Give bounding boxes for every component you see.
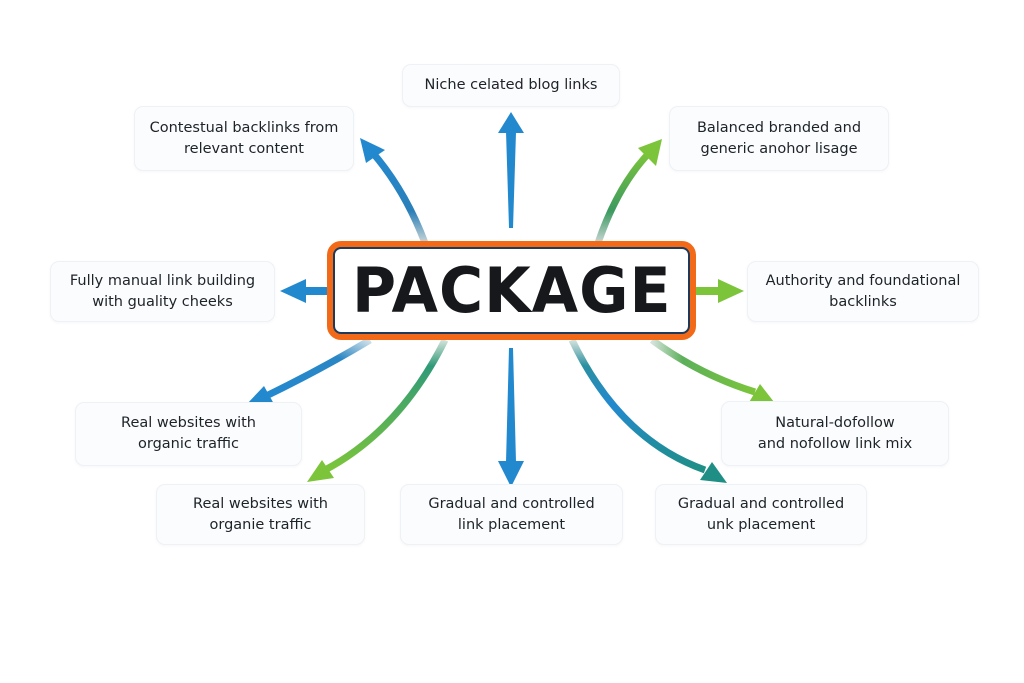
node-natural-link-mix: Natural-dofollow and nofollow link mix [721, 401, 949, 466]
arrowhead-authority [718, 279, 744, 303]
node-label: Gradual and controlled unk placement [677, 495, 845, 533]
arrow-gradual2 [568, 338, 707, 474]
node-label: Fully manual link building with guality … [69, 272, 256, 310]
arrowhead-manual [280, 279, 306, 303]
arrowhead-contextual [360, 138, 385, 163]
arrowhead-niche [498, 112, 524, 133]
node-real-websites-1: Real websites with organic traffic [75, 402, 302, 466]
arrowhead-real1 [246, 386, 274, 405]
node-contextual-backlinks: Contestual backlinks from relevant conte… [134, 106, 354, 171]
node-label: Balanced branded and generic anohor lisa… [696, 119, 862, 157]
arrow-real2 [323, 338, 449, 474]
node-label: Authority and foundational backlinks [765, 272, 961, 310]
arrow-manual [305, 287, 329, 295]
arrow-anchor [594, 149, 653, 245]
arrowhead-natural [748, 384, 774, 404]
arrowhead-anchor [638, 139, 662, 166]
node-manual-link-building: Fully manual link building with guality … [50, 261, 275, 322]
node-real-websites-2: Real websites with organie traffic [156, 484, 365, 545]
node-label: Natural-dofollow and nofollow link mix [757, 414, 913, 452]
arrowhead-gradual2 [700, 462, 727, 483]
arrowhead-real2 [307, 460, 334, 482]
node-label: Real websites with organic traffic [121, 415, 256, 452]
node-authority-backlinks: Authority and foundational backlinks [747, 261, 979, 322]
node-label: Real websites with organie traffic [193, 495, 328, 533]
arrow-contextual [369, 149, 429, 245]
node-niche-blog-links: Niche celated blog links [402, 64, 620, 107]
arrow-authority [694, 287, 720, 295]
arrow-natural [649, 337, 757, 396]
arrow-niche [506, 132, 516, 228]
node-label: Gradual and controlled link placement [428, 495, 595, 533]
central-title: PACKAGE [351, 254, 672, 327]
node-gradual-placement-1: Gradual and controlled link placement [400, 484, 623, 545]
node-anchor-usage: Balanced branded and generic anohor lisa… [669, 106, 889, 171]
node-label: Niche celated blog links [424, 77, 598, 93]
arrow-gradual1 [506, 348, 516, 462]
node-gradual-placement-2: Gradual and controlled unk placement [655, 484, 867, 545]
central-package-box: PACKAGE [327, 241, 696, 340]
central-package-inner: PACKAGE [333, 247, 690, 334]
node-label: Contestual backlinks from relevant conte… [149, 119, 339, 157]
arrowhead-gradual1 [498, 461, 524, 487]
arrow-real1 [260, 336, 372, 402]
